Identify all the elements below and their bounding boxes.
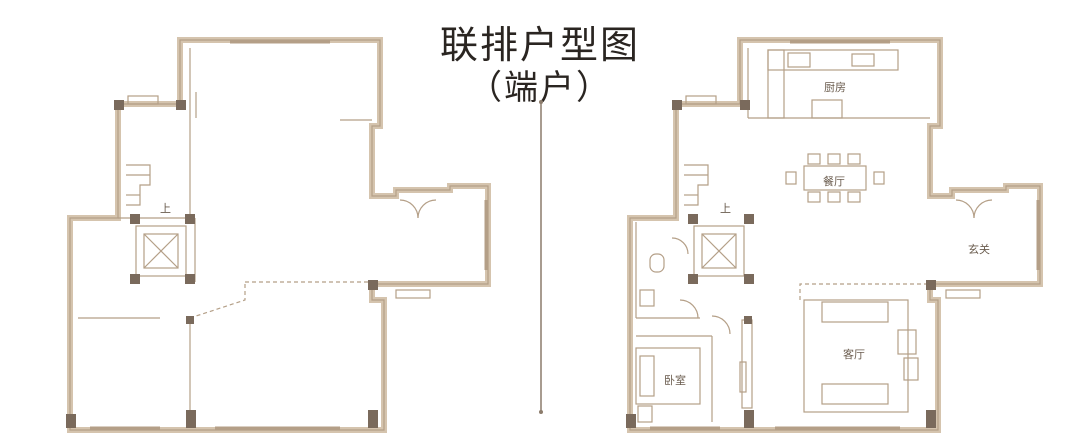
bedside-table bbox=[637, 405, 653, 423]
left-elevator-x2 bbox=[143, 233, 179, 269]
kitchen-label: 厨房 bbox=[824, 81, 846, 94]
column bbox=[185, 274, 195, 284]
left-exterior-outline bbox=[69, 39, 489, 431]
page-title: 联排户型图 bbox=[439, 23, 640, 67]
left-elevator-car bbox=[143, 233, 179, 269]
column bbox=[114, 100, 124, 110]
column bbox=[672, 100, 682, 110]
left-balcony-rail-2 bbox=[395, 289, 431, 299]
dining-label: 餐厅 bbox=[823, 174, 845, 188]
kitchen-side-counter bbox=[767, 49, 785, 119]
right-balcony-rail bbox=[685, 95, 717, 105]
column bbox=[744, 274, 754, 284]
bath-door-arc-2 bbox=[679, 299, 699, 319]
page-subtitle: （端户） bbox=[468, 68, 612, 108]
sink bbox=[639, 289, 655, 307]
column bbox=[744, 410, 754, 428]
dining-chairs bbox=[785, 153, 885, 203]
left-dashed-line-1 bbox=[189, 284, 246, 319]
right-exterior-wall bbox=[627, 37, 1043, 433]
kitchen-island bbox=[811, 99, 843, 119]
left-exterior-wall bbox=[67, 37, 491, 433]
wardrobe-door bbox=[739, 361, 747, 393]
right-elevator bbox=[693, 225, 745, 277]
right-elevator-car bbox=[701, 233, 737, 269]
left-columns bbox=[66, 100, 378, 428]
right-balcony-rail-2 bbox=[945, 289, 981, 299]
right-columns bbox=[626, 100, 936, 428]
column bbox=[926, 280, 936, 290]
kitchen-sink bbox=[851, 53, 875, 67]
living-rug bbox=[803, 299, 909, 413]
toilet bbox=[649, 253, 665, 273]
right-door-arc-2 bbox=[973, 199, 993, 219]
column bbox=[368, 280, 378, 290]
column bbox=[626, 414, 636, 428]
column bbox=[368, 410, 378, 428]
floor-right bbox=[627, 37, 1043, 433]
bedroom-door-arc bbox=[711, 315, 731, 335]
left-door-arc-2 bbox=[417, 199, 437, 219]
bath-door-arc bbox=[671, 237, 689, 255]
bed-pillows bbox=[639, 355, 655, 397]
column bbox=[926, 410, 936, 428]
sofa-bottom bbox=[821, 383, 889, 405]
tv-unit bbox=[897, 329, 917, 355]
column bbox=[130, 214, 140, 224]
left-elevator bbox=[135, 225, 187, 277]
divider-top-dot bbox=[539, 100, 543, 104]
kitchen-stove bbox=[787, 52, 811, 68]
bedroom-label: 卧室 bbox=[664, 373, 686, 387]
column bbox=[740, 100, 750, 110]
foyer-label: 玄关 bbox=[968, 242, 990, 256]
wardrobe bbox=[741, 319, 753, 409]
left-stair bbox=[126, 164, 151, 206]
living-label: 客厅 bbox=[843, 347, 865, 361]
column bbox=[66, 414, 76, 428]
column bbox=[176, 100, 186, 110]
floor-left bbox=[67, 37, 491, 433]
right-stair-up-label: 上 bbox=[720, 202, 731, 215]
column bbox=[688, 214, 698, 224]
left-door-arc-1 bbox=[399, 199, 419, 219]
side-table bbox=[903, 357, 919, 381]
right-door-arc-1 bbox=[955, 199, 975, 219]
sofa-top bbox=[821, 301, 889, 323]
column bbox=[744, 316, 752, 324]
right-exterior-outline bbox=[629, 39, 1041, 431]
column bbox=[744, 214, 754, 224]
living-dashed-line bbox=[799, 283, 930, 300]
column bbox=[688, 274, 698, 284]
column bbox=[130, 274, 140, 284]
right-stair bbox=[684, 164, 709, 206]
bed bbox=[635, 347, 701, 405]
column bbox=[186, 316, 194, 324]
left-stair-up-label: 上 bbox=[160, 202, 171, 215]
column bbox=[185, 214, 195, 224]
divider-bottom-dot bbox=[539, 410, 543, 414]
right-elevator-x2 bbox=[701, 233, 737, 269]
dining-table bbox=[803, 165, 867, 191]
left-balcony-rail bbox=[127, 95, 159, 105]
column bbox=[186, 410, 196, 428]
